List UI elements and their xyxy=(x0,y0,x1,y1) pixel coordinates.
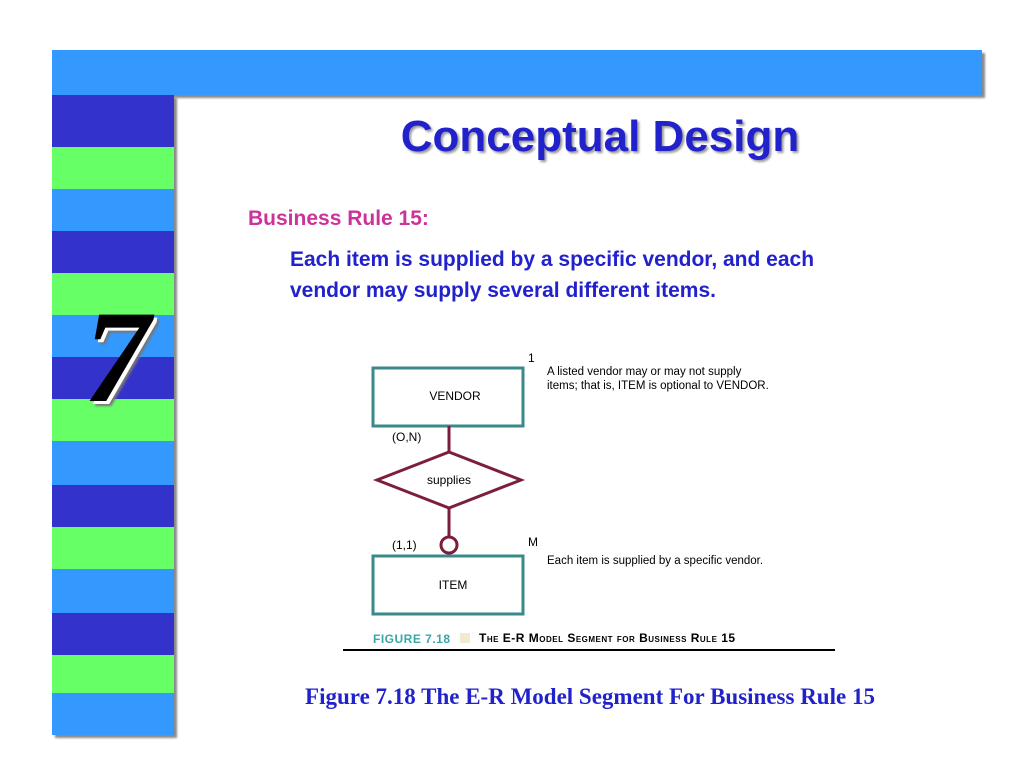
stripe xyxy=(52,95,174,147)
optionality-circle xyxy=(439,535,459,555)
vendor-note-line-1: A listed vendor may or may not supply xyxy=(547,366,742,378)
stripe xyxy=(52,485,174,527)
stripe xyxy=(52,189,174,231)
business-rule-line-2: vendor may supply several different item… xyxy=(290,279,716,302)
slide-title: Conceptual Design xyxy=(400,112,800,161)
stripe xyxy=(52,569,174,613)
figure-separator-square xyxy=(460,633,470,643)
stripe xyxy=(52,693,174,735)
vendor-connectivity-label: (O,N) xyxy=(392,430,421,444)
stripe xyxy=(52,147,174,189)
stripe xyxy=(52,231,174,273)
item-cardinality-label: M xyxy=(528,535,538,549)
stripe xyxy=(52,357,174,399)
item-connectivity-label: (1,1) xyxy=(392,538,417,552)
item-note: Each item is supplied by a specific vend… xyxy=(547,555,763,567)
entity-item-label: ITEM xyxy=(439,578,468,592)
figure-title-bar: FIGURE 7.18 The E-R Model Segment for Bu… xyxy=(343,624,835,652)
figure-number-label: FIGURE 7.18 xyxy=(373,632,451,646)
entity-item-box xyxy=(371,554,525,616)
business-rule-line-1: Each item is supplied by a specific vend… xyxy=(290,248,815,271)
vendor-cardinality-label: 1 xyxy=(528,351,535,365)
stripe xyxy=(52,399,174,441)
entity-vendor-label: VENDOR xyxy=(429,389,481,403)
top-banner-bar xyxy=(52,50,982,95)
stripe xyxy=(52,273,174,315)
business-rule-text: Each item is supplied by a specific vend… xyxy=(290,244,950,306)
stripe xyxy=(52,613,174,655)
stripe xyxy=(52,441,174,485)
side-striped-bar xyxy=(52,95,174,735)
vendor-note-line-2: items; that is, ITEM is optional to VEND… xyxy=(547,380,769,392)
figure-caption: Figure 7.18 The E-R Model Segment For Bu… xyxy=(305,684,875,709)
relationship-label: supplies xyxy=(427,473,471,487)
stripe xyxy=(52,655,174,693)
chapter-number: 7 xyxy=(84,283,150,430)
figure-small-caption: The E-R Model Segment for Business Rule … xyxy=(479,631,736,645)
figure-rule-line xyxy=(343,649,835,651)
stripe xyxy=(52,315,174,357)
business-rule-label: Business Rule 15: xyxy=(248,207,429,230)
stripe xyxy=(52,527,174,569)
